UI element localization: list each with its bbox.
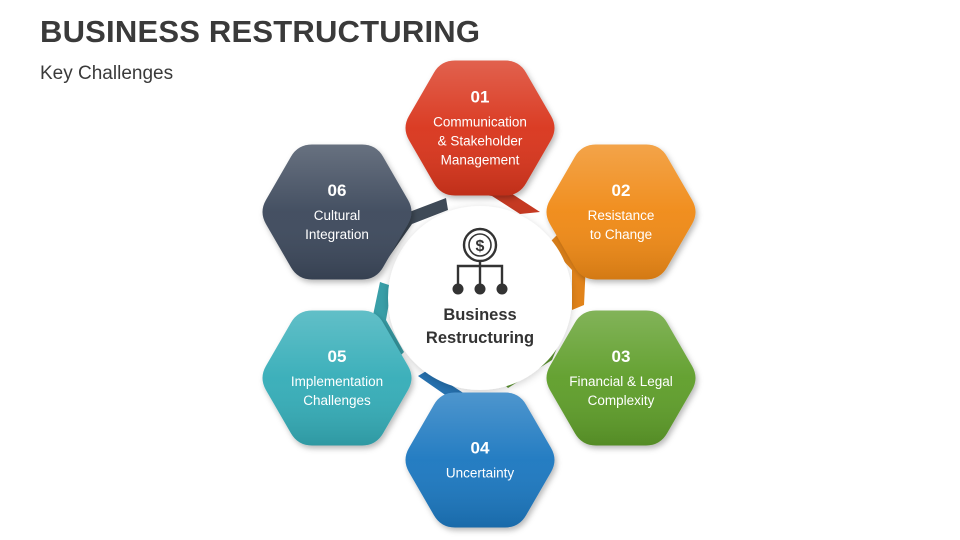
- hexagon-number: 02: [612, 181, 631, 200]
- hexagon-number: 06: [328, 181, 347, 200]
- hexagon-gloss: [546, 310, 696, 446]
- hexagon-label-line: Communication: [433, 115, 527, 130]
- hexagon-number: 01: [471, 88, 490, 107]
- hexagon-label-line: to Change: [590, 227, 652, 242]
- hexagon-label-line: Implementation: [291, 374, 383, 389]
- dollar-sign-icon: $: [476, 238, 485, 255]
- hexagon-label-line: Integration: [305, 227, 369, 242]
- hexagon-label-line: Uncertainty: [446, 466, 515, 481]
- hexagon-gloss: [405, 60, 555, 196]
- hexagon-label-line: Resistance: [588, 208, 655, 223]
- hexagon-gloss: [546, 144, 696, 280]
- hexagon-number: 03: [612, 347, 631, 366]
- network-node-icons: [452, 283, 508, 295]
- center-label-line1: Business: [443, 306, 516, 324]
- hexagon-number: 04: [471, 439, 490, 458]
- center-circle: [388, 206, 572, 390]
- dollar-network-icon: [456, 227, 504, 284]
- hexagon-gloss: [262, 310, 412, 446]
- ribbon-05: [372, 282, 404, 360]
- hexagon-label-line: Complexity: [588, 393, 655, 408]
- hexagon-label-line: Cultural: [314, 208, 361, 223]
- center-label-line2: Restructuring: [426, 329, 534, 347]
- hexagon-gloss: [262, 144, 412, 280]
- hexagon-label-line: Challenges: [303, 393, 371, 408]
- page-subtitle: Key Challenges: [40, 63, 174, 84]
- hexagon-label-line: Financial & Legal: [569, 374, 673, 389]
- hexagon-label-line: Management: [441, 153, 520, 168]
- page-title: BUSINESS RESTRUCTURING: [40, 14, 481, 49]
- hexagon-gloss: [405, 392, 555, 528]
- hexagon-number: 05: [328, 347, 347, 366]
- hexagon-label-line: & Stakeholder: [438, 134, 523, 149]
